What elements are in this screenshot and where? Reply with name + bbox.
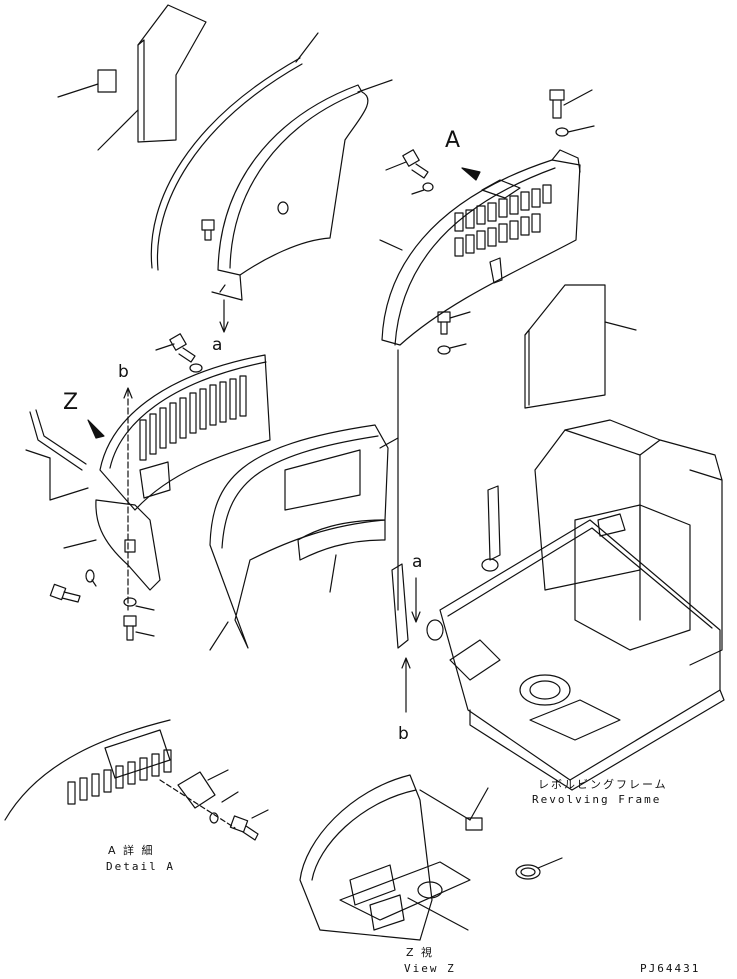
view-z-arrow xyxy=(87,419,105,439)
leader-pad xyxy=(97,109,139,151)
swing-bearing xyxy=(519,674,571,706)
front-cover xyxy=(95,499,161,591)
view-z-grommet xyxy=(515,864,541,880)
detail-a-bracket xyxy=(177,771,216,809)
washer-bottom-left xyxy=(85,569,95,583)
bolt-top-left xyxy=(201,219,215,241)
side-cover-liner xyxy=(297,519,386,561)
leader-cover xyxy=(357,79,393,93)
seal-strip-left xyxy=(29,411,83,471)
view-z-bracket xyxy=(349,864,396,906)
washer-top-right xyxy=(555,127,569,137)
cover-hole xyxy=(277,201,289,215)
detail-a-caption-en: Detail A xyxy=(106,860,175,873)
detail-a-slots xyxy=(67,749,172,805)
leader-seal xyxy=(295,32,319,63)
grille-slots xyxy=(454,184,552,257)
side-cover-window xyxy=(284,449,361,511)
side-cover-parts xyxy=(209,424,399,651)
detail-a-caption-jp: A 詳 細 xyxy=(108,844,155,857)
view-z-view xyxy=(299,774,563,941)
leader-pad-right xyxy=(604,321,637,331)
view-z-cover xyxy=(299,774,433,941)
leader-sticker xyxy=(57,83,99,98)
view-a-arrow xyxy=(461,167,481,181)
insulation-pad xyxy=(137,4,207,143)
drawing-number: PJ64431 xyxy=(640,962,701,975)
detail-a-view xyxy=(4,719,269,841)
grille-cover xyxy=(381,159,581,346)
seal-strip xyxy=(150,57,301,269)
bolt-bottom xyxy=(123,615,155,641)
ref-a-top: a xyxy=(212,335,223,355)
bolt-top-right xyxy=(549,89,593,119)
washer-left-top xyxy=(422,182,434,192)
top-left-parts xyxy=(57,4,393,333)
inner-cover xyxy=(217,84,369,276)
frame-bracket xyxy=(391,563,409,649)
view-z-bolt xyxy=(419,789,483,831)
cover-bracket xyxy=(124,539,136,553)
ref-a-frame: a xyxy=(412,552,423,572)
bolt-mid-left xyxy=(155,333,196,363)
ref-b-top: b xyxy=(118,362,129,382)
fuel-tank xyxy=(534,429,641,591)
bolt-mid-right xyxy=(437,311,471,335)
bolt-bottom-left xyxy=(49,583,81,603)
detail-a-bolt xyxy=(229,815,259,841)
frame-caption-jp: レボルビングフレーム xyxy=(538,778,668,791)
ref-b-frame: b xyxy=(398,724,409,744)
revolving-frame xyxy=(391,419,725,791)
view-z-marker: Z xyxy=(63,390,79,415)
view-a-marker: A xyxy=(445,128,461,153)
main-grille-slots xyxy=(139,375,247,461)
washer-mid-right xyxy=(437,345,451,355)
washer-mid-left xyxy=(189,363,203,373)
frame-caption-en: Revolving Frame xyxy=(532,793,662,806)
leader-grille xyxy=(379,239,403,251)
washer-bottom xyxy=(123,597,137,607)
middle-left-parts xyxy=(25,333,271,641)
bolt-left-top xyxy=(385,149,429,179)
pad-right xyxy=(524,284,606,409)
view-z-caption-en: View Z xyxy=(404,962,456,975)
sticker-plate xyxy=(97,69,117,93)
top-right-parts xyxy=(379,89,637,611)
view-z-caption-jp: Z 視 xyxy=(406,946,435,959)
side-cover xyxy=(209,424,389,649)
